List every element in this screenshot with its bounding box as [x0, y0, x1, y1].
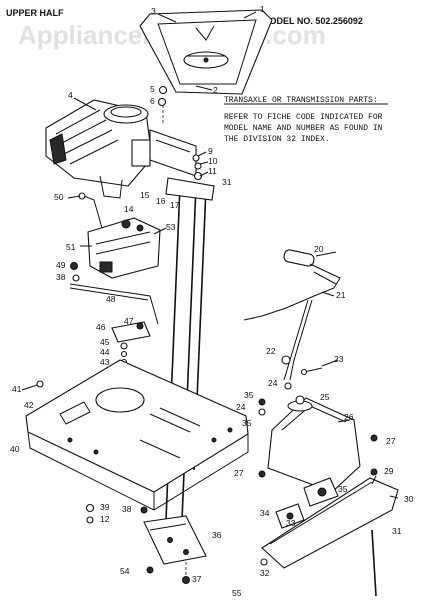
callout-31-upper: 31 — [222, 177, 232, 187]
callout-34: 34 — [260, 508, 270, 518]
callout-3: 3 — [151, 6, 156, 16]
callout-17: 17 — [170, 200, 180, 210]
callout-46: 46 — [96, 322, 106, 332]
cover-fasteners — [258, 382, 378, 478]
callout-12: 12 — [100, 514, 110, 524]
callout-35-lower: 35 — [338, 484, 348, 494]
note-line-1: REFER TO FICHE CODE INDICATED FOR — [224, 113, 383, 122]
rod-48 — [69, 283, 159, 325]
callout-5: 5 — [150, 84, 155, 94]
callout-23: 23 — [334, 354, 344, 364]
callout-27-right: 27 — [386, 436, 396, 446]
callout-9: 9 — [208, 146, 213, 156]
callout-27-left: 27 — [234, 468, 244, 478]
callout-38-left: 38 — [56, 272, 66, 282]
callout-15: 15 — [140, 190, 150, 200]
engine — [45, 99, 153, 199]
callout-29: 29 — [384, 466, 394, 476]
callout-45: 45 — [100, 337, 110, 347]
callout-20: 20 — [314, 244, 324, 254]
callout-26: 26 — [344, 412, 354, 422]
callout-6: 6 — [150, 96, 155, 106]
leader-lines — [67, 11, 399, 499]
callout-2: 2 — [213, 85, 218, 95]
callout-24-lower: 24 — [236, 402, 246, 412]
callout-39: 39 — [100, 502, 110, 512]
callout-53: 53 — [166, 222, 176, 232]
lever-assembly — [111, 321, 151, 366]
callout-48: 48 — [106, 294, 116, 304]
steering-handle — [243, 249, 341, 381]
callout-32: 32 — [260, 568, 270, 578]
callout-14: 14 — [124, 204, 134, 214]
callout-24-upper: 24 — [268, 378, 278, 388]
callout-54: 54 — [120, 566, 130, 576]
callout-55: 55 — [232, 588, 242, 598]
tine-hub — [275, 477, 339, 529]
chassis-frame — [25, 359, 249, 511]
callout-1: 1 — [260, 4, 265, 14]
callout-43: 43 — [100, 357, 110, 367]
callout-10: 10 — [208, 156, 218, 166]
callout-30: 30 — [404, 494, 414, 504]
callout-49: 49 — [56, 260, 66, 270]
callout-50: 50 — [54, 192, 64, 202]
callout-11: 11 — [208, 166, 217, 176]
callout-36: 36 — [212, 530, 222, 540]
note-line-2: MODEL NAME AND NUMBER AS FOUND IN — [224, 124, 383, 133]
callout-16: 16 — [156, 196, 166, 206]
callout-38-lower: 38 — [122, 504, 132, 514]
fasteners-left — [70, 262, 80, 282]
seat-hardware — [157, 85, 168, 125]
seat — [139, 9, 273, 95]
lower-bracket — [143, 515, 377, 597]
callout-51: 51 — [66, 242, 76, 252]
callout-47: 47 — [124, 316, 134, 326]
fastener-41 — [21, 380, 44, 391]
transmission-housing — [87, 217, 161, 279]
model-number: MODEL NO. 502.256092 — [262, 16, 363, 26]
upper-bracket — [149, 129, 203, 181]
callout-41: 41 — [12, 384, 22, 394]
callout-25: 25 — [320, 392, 330, 402]
note-line-3: THE DIVISION 32 INDEX. — [224, 135, 330, 144]
note-title: TRANSAXLE OR TRANSMISSION PARTS: — [224, 96, 378, 105]
callout-35-upper: 35 — [244, 390, 254, 400]
callout-42: 42 — [24, 400, 34, 410]
callout-22: 22 — [266, 346, 276, 356]
steering-hardware — [281, 355, 323, 376]
deflector-cover — [267, 397, 361, 493]
callout-40: 40 — [10, 444, 20, 454]
callout-44: 44 — [100, 347, 110, 357]
callouts: 1 2 3 4 5 6 9 10 11 31 14 15 16 17 50 51… — [10, 4, 414, 598]
callout-35-mid: 35 — [242, 418, 252, 428]
callout-31-lower: 31 — [392, 526, 402, 536]
callout-21: 21 — [336, 290, 346, 300]
callout-4: 4 — [68, 90, 73, 100]
rear-shield — [261, 468, 399, 569]
callout-37: 37 — [192, 574, 202, 584]
section-title: UPPER HALF — [6, 8, 64, 18]
bottom-fasteners — [85, 503, 268, 584]
callout-33: 33 — [286, 518, 296, 528]
